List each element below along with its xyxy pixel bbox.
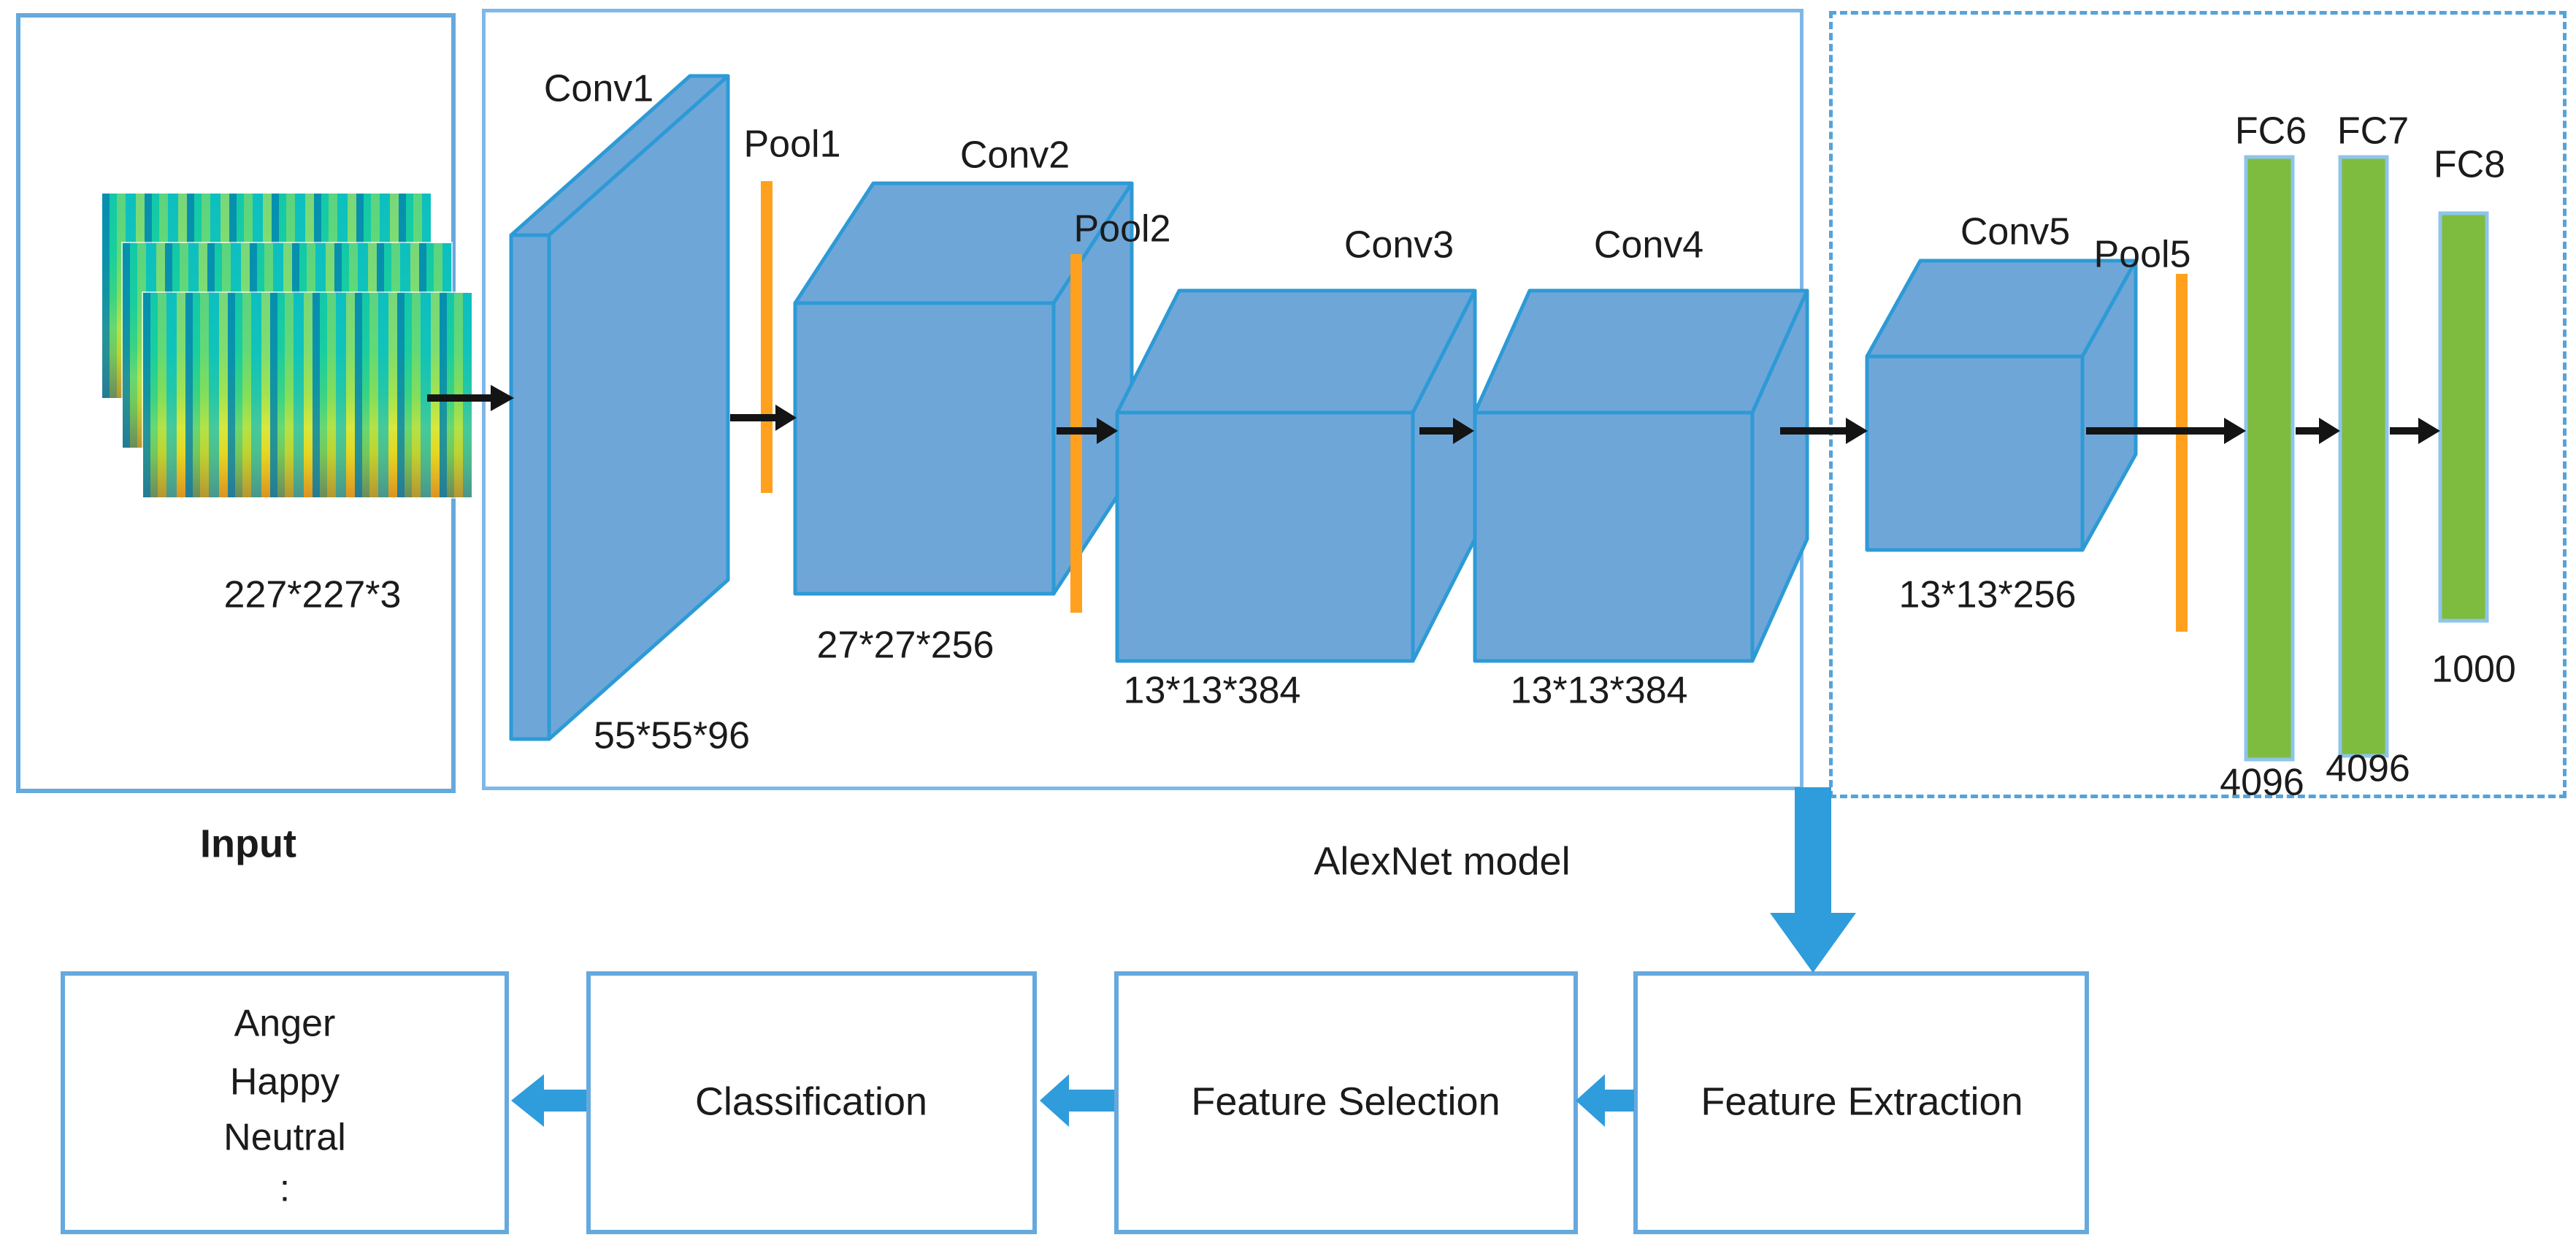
feature-extraction-label: Feature Extraction (1701, 1079, 2023, 1124)
input-dimensions: 227*227*3 (223, 573, 402, 616)
fc8-units: 1000 (2431, 648, 2516, 691)
conv3-dimensions: 13*13*384 (1123, 669, 1301, 712)
conv1-dimensions: 55*55*96 (594, 714, 750, 757)
pool1-label: Pool1 (743, 123, 841, 166)
conv2-label: Conv2 (959, 134, 1070, 177)
emotion-neutral: Neutral (223, 1116, 346, 1159)
pool2-label: Pool2 (1073, 207, 1171, 250)
arrow-alexnet-to-feature-extraction (1770, 787, 1856, 973)
conv2-dimensions: 27*27*256 (816, 624, 994, 667)
fc7-units: 4096 (2326, 747, 2410, 790)
spectrogram-image-front (142, 291, 473, 499)
conv3-label: Conv3 (1343, 223, 1454, 267)
conv5-label: Conv5 (1960, 210, 2071, 253)
conv1-label: Conv1 (543, 67, 654, 110)
pool5-label: Pool5 (2093, 233, 2191, 276)
conv4-dimensions: 13*13*384 (1510, 669, 1688, 712)
emotion-ellipsis: : (279, 1167, 291, 1210)
conv4-label: Conv4 (1593, 223, 1704, 267)
conv5-dimensions: 13*13*256 (1898, 573, 2077, 616)
fc6-units: 4096 (2220, 761, 2304, 804)
fc7-label: FC7 (2337, 110, 2410, 153)
feature-selection-label: Feature Selection (1191, 1079, 1500, 1124)
emotion-happy: Happy (229, 1060, 340, 1103)
emotion-output-box (61, 971, 509, 1234)
arrow-feature-extraction-to-selection (1576, 1074, 1634, 1127)
input-caption: Input (200, 822, 296, 866)
arrow-classification-to-output (511, 1074, 586, 1127)
feature-selection-box (1114, 971, 1578, 1234)
dashed-feature-section-box (1829, 11, 2567, 798)
emotion-anger: Anger (234, 1002, 336, 1045)
fc6-label: FC6 (2234, 110, 2307, 153)
fc8-label: FC8 (2433, 143, 2506, 186)
arrow-selection-to-classification (1040, 1074, 1114, 1127)
alexnet-caption: AlexNet model (1314, 839, 1571, 884)
classification-label: Classification (694, 1079, 928, 1124)
classification-box (586, 971, 1037, 1234)
feature-extraction-box (1633, 971, 2089, 1234)
